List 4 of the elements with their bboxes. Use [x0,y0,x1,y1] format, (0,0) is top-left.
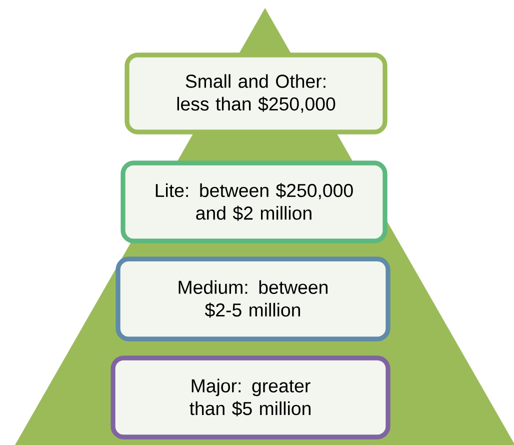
tier-box: Small and Other: less than $250,000 [124,52,388,134]
tier-box: Major: greater than $5 million [110,356,390,440]
tier-box: Lite: between $250,000 and $2 million [120,160,388,244]
tier-box: Medium: between $2-5 million [116,256,390,342]
